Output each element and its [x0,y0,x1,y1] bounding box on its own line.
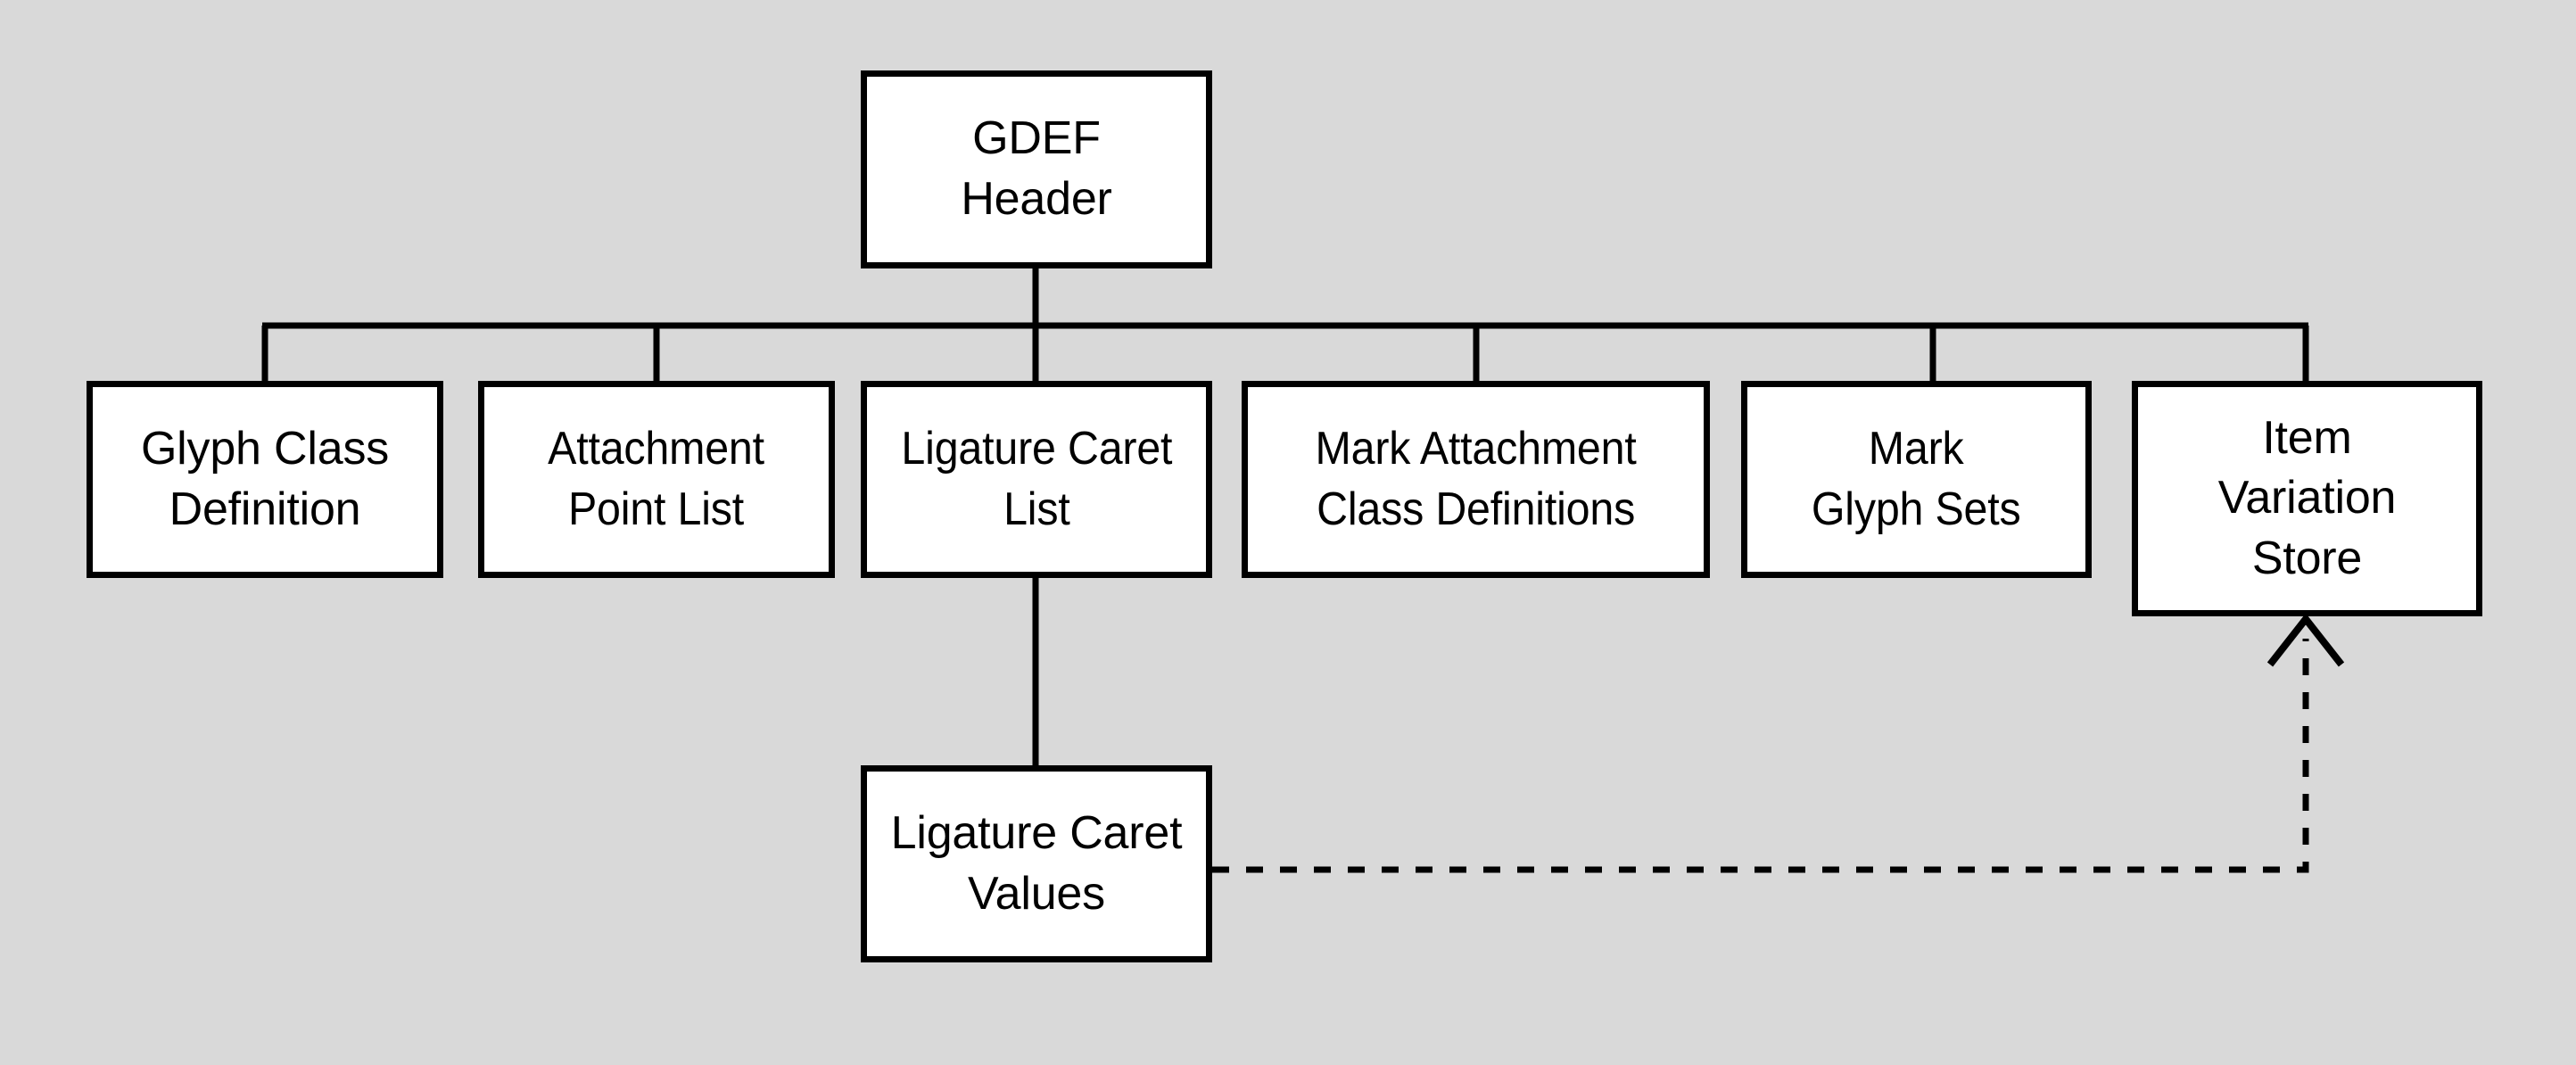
node-attachment-point-list[interactable]: Attachment Point List [478,381,835,578]
node-label-item-variation-store: Item Variation Store [2217,411,2397,584]
node-mark-attachment-class-definitions[interactable]: Mark Attachment Class Definitions [1242,381,1710,578]
node-label-mark-attachment-class-definitions: Mark Attachment Class Definitions [1315,422,1637,535]
node-gdef-header[interactable]: GDEF Header [861,70,1212,268]
connector-ligature-caret-values-to-item-variation-store [1212,639,2309,873]
node-item-variation-store[interactable]: Item Variation Store [2132,381,2482,616]
node-glyph-class-definition[interactable]: Glyph Class Definition [87,381,443,578]
node-label-ligature-caret-values: Ligature Caret Values [890,806,1183,920]
node-label-attachment-point-list: Attachment Point List [548,422,765,535]
node-label-mark-glyph-sets: Mark Glyph Sets [1812,422,2021,535]
node-label-gdef-header: GDEF Header [961,112,1112,225]
node-ligature-caret-list[interactable]: Ligature Caret List [861,381,1212,578]
node-mark-glyph-sets[interactable]: Mark Glyph Sets [1741,381,2092,578]
node-label-ligature-caret-list: Ligature Caret List [901,422,1172,535]
open-arrowhead-icon [2266,613,2345,667]
node-label-glyph-class-definition: Glyph Class Definition [140,422,390,535]
node-ligature-caret-values[interactable]: Ligature Caret Values [861,765,1212,962]
